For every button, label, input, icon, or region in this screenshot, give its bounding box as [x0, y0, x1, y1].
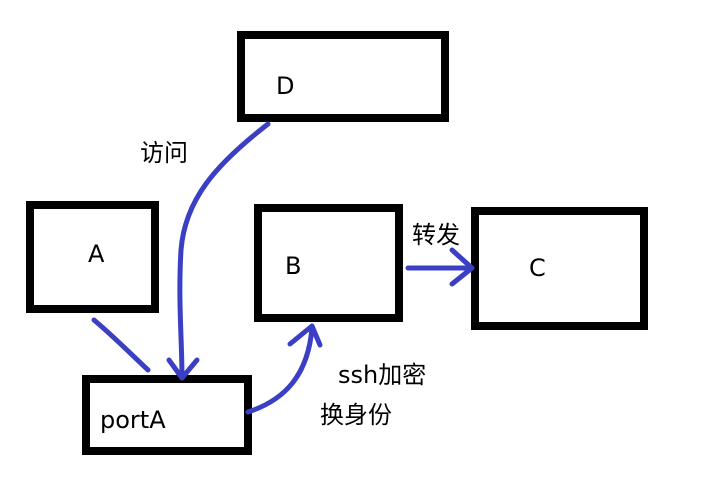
edge-porta-to-b	[245, 325, 315, 415]
node-porta	[82, 375, 252, 455]
node-d-label: D	[276, 72, 295, 100]
edge-a-to-porta	[91, 317, 151, 373]
edge-label-change-identity: 换身份	[320, 401, 392, 429]
node-a-label: A	[88, 240, 105, 268]
arrowhead-c-from-b	[449, 247, 475, 287]
arrowhead-b-from-porta	[287, 323, 323, 348]
node-a	[26, 201, 159, 313]
node-c	[471, 207, 648, 330]
node-porta-label: portA	[100, 406, 166, 434]
node-c-label: C	[529, 254, 546, 282]
edge-label-forward: 转发	[412, 221, 460, 249]
node-b-label: B	[285, 252, 302, 280]
edge-label-access: 访问	[140, 139, 188, 167]
node-b	[254, 204, 403, 322]
edge-label-ssh-encrypt: ssh加密	[338, 361, 427, 389]
node-d	[237, 31, 449, 122]
